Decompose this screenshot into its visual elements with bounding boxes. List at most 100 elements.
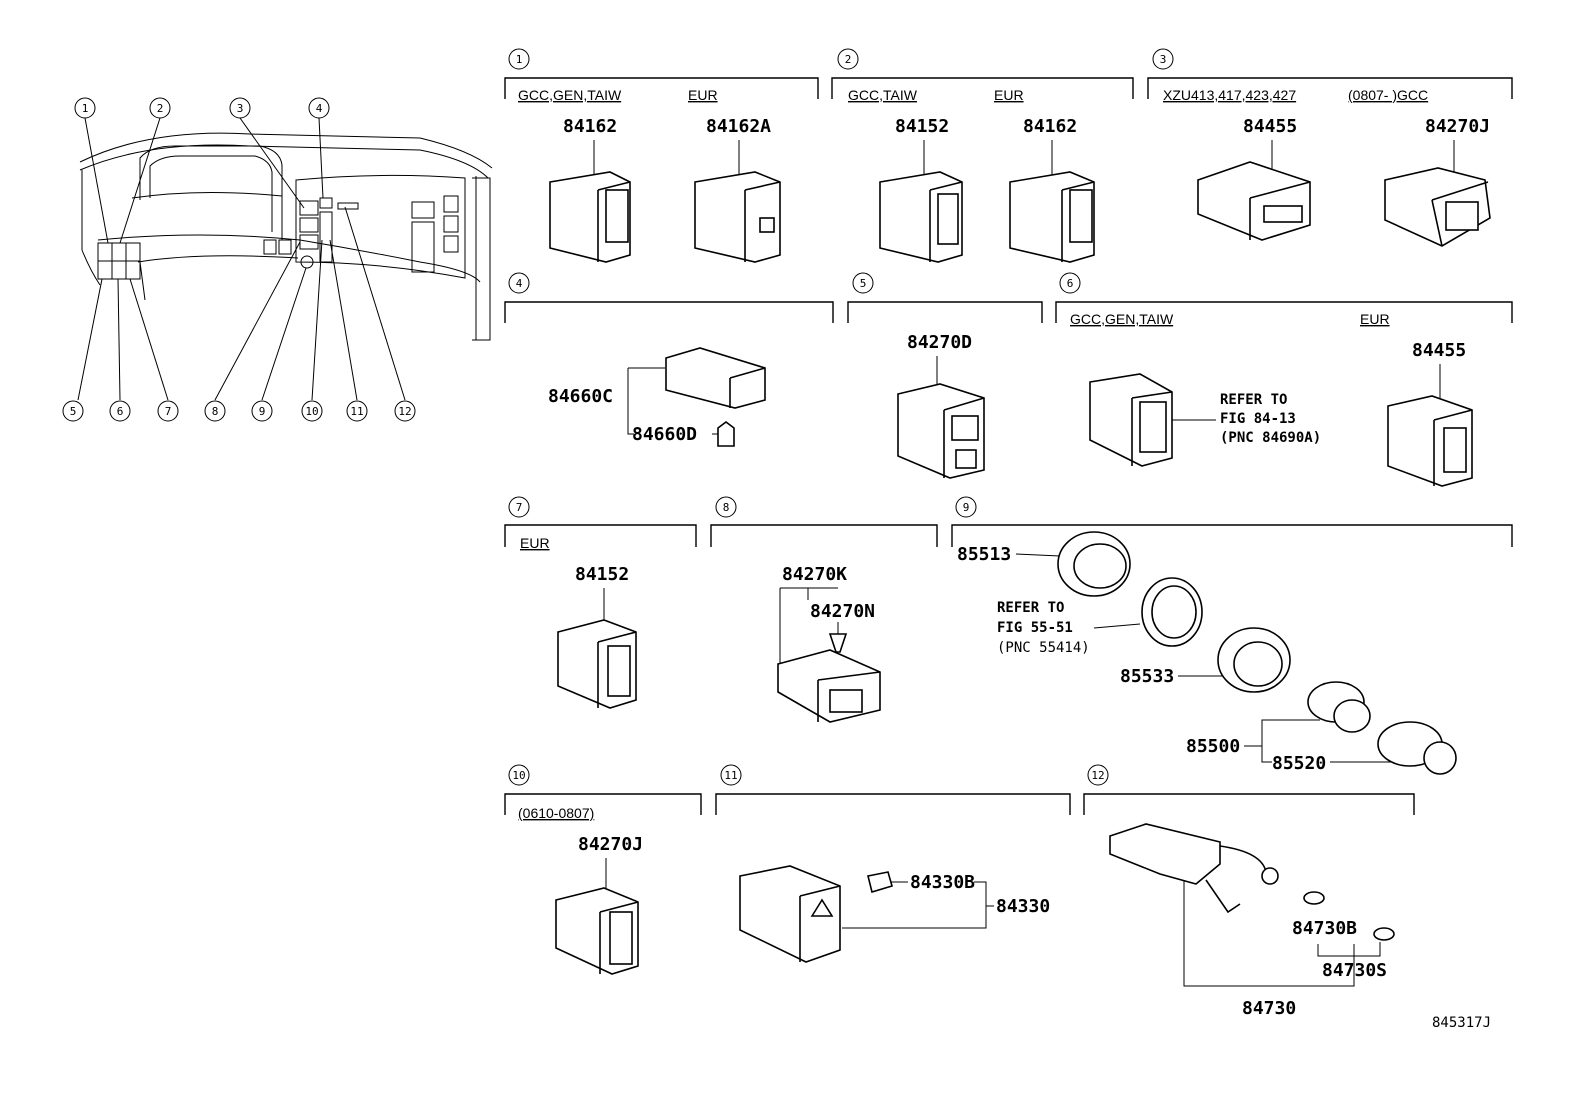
- svg-text:8: 8: [212, 405, 219, 418]
- section-7: 7 EUR 84152: [504, 496, 697, 709]
- condition-label: EUR: [688, 87, 718, 103]
- section-4: 4 84660C 84660D: [504, 272, 834, 447]
- part-number: 85500: [1186, 736, 1240, 757]
- part-number: 84270J: [578, 834, 643, 855]
- overview-callout-4: 4: [308, 97, 330, 119]
- part-number: 84270D: [907, 332, 972, 353]
- note-line: (PNC 84690A): [1220, 430, 1321, 446]
- section-11: 11 84330B 84330: [715, 764, 1071, 963]
- svg-text:12: 12: [1091, 769, 1104, 782]
- part-number: 84660D: [632, 424, 697, 445]
- svg-text:4: 4: [316, 102, 323, 115]
- part-number: 84330: [996, 896, 1050, 917]
- svg-text:3: 3: [237, 102, 244, 115]
- switch-84162a: [694, 171, 781, 263]
- screw-84270n: [828, 633, 848, 653]
- clip-84660d: [717, 421, 735, 447]
- switch-84270d: [897, 383, 985, 479]
- switch-84152: [557, 619, 637, 709]
- section-1: 1 GCC,GEN,TAIW EUR 84162 84162A: [504, 48, 819, 263]
- part-number: 84330B: [910, 872, 975, 893]
- svg-text:4: 4: [516, 277, 523, 290]
- part-number: 84730: [1242, 998, 1296, 1019]
- screw-84330b: [867, 871, 893, 894]
- note-line: FIG 55-51: [997, 620, 1073, 636]
- part-number: 84455: [1243, 116, 1297, 137]
- svg-text:7: 7: [516, 501, 523, 514]
- ring-85533a: [1141, 577, 1203, 647]
- svg-text:6: 6: [117, 405, 124, 418]
- hazard-switch-84330: [739, 865, 841, 963]
- part-number: 84152: [575, 564, 629, 585]
- part-number: 84152: [895, 116, 949, 137]
- overview-callout-12: 12: [394, 400, 416, 422]
- part-number: 84270K: [782, 564, 847, 585]
- section-12: 12 84730B 84730S 84730: [1083, 764, 1415, 1019]
- condition-label: GCC,GEN,TAIW: [1070, 311, 1174, 327]
- note-line: REFER TO: [1220, 392, 1287, 408]
- lighter-85520: [1377, 721, 1457, 775]
- section-5: 5 84270D: [847, 272, 1043, 479]
- part-number: 84730S: [1322, 960, 1387, 981]
- condition-label: XZU413,417,423,427: [1163, 87, 1296, 103]
- svg-text:3: 3: [1160, 53, 1167, 66]
- switch-84270j: [555, 887, 639, 975]
- socket-85533: [1217, 627, 1291, 693]
- overview-callout-9: 9: [251, 400, 273, 422]
- overview-callouts: 1 2 3 4 5 6 7 8 9 10 11 12: [62, 97, 416, 422]
- part-number: 85513: [957, 544, 1011, 565]
- switch-84162: [1009, 171, 1095, 263]
- svg-text:7: 7: [165, 405, 172, 418]
- overview-callout-11: 11: [346, 400, 368, 422]
- overview-callout-6: 6: [109, 400, 131, 422]
- condition-label: GCC,TAIW: [848, 87, 918, 103]
- switch-refer-84690a: [1089, 373, 1173, 467]
- lighter-85500: [1307, 681, 1371, 733]
- switch-84660c: [665, 347, 766, 409]
- svg-text:12: 12: [398, 405, 411, 418]
- svg-text:1: 1: [82, 102, 89, 115]
- overview-callout-3: 3: [229, 97, 251, 119]
- svg-text:1: 1: [516, 53, 523, 66]
- svg-text:11: 11: [350, 405, 363, 418]
- part-number: 84455: [1412, 340, 1466, 361]
- condition-label: EUR: [994, 87, 1024, 103]
- figure-id: 845317J: [1432, 1015, 1491, 1031]
- condition-label: (0610-0807): [518, 805, 594, 821]
- condition-label: GCC,GEN,TAIW: [518, 87, 622, 103]
- switch-panel-grid: [97, 242, 141, 280]
- switch-84270j: [1384, 167, 1491, 247]
- condition-label: EUR: [1360, 311, 1390, 327]
- section-3: 3 XZU413,417,423,427 (0807- )GCC 84455 8…: [1147, 48, 1513, 247]
- part-number: 84730B: [1292, 918, 1357, 939]
- section-10: 10 (0610-0807) 84270J: [504, 764, 702, 975]
- overview-callout-2: 2: [149, 97, 171, 119]
- section-8: 8 84270K 84270N: [710, 496, 938, 723]
- svg-text:6: 6: [1067, 277, 1074, 290]
- switch-84455: [1197, 161, 1311, 241]
- overview-callout-5: 5: [62, 400, 84, 422]
- svg-text:5: 5: [860, 277, 867, 290]
- part-number: 84270N: [810, 601, 875, 622]
- switch-84455: [1387, 395, 1473, 487]
- part-number: 84270J: [1425, 116, 1490, 137]
- condition-label: (0807- )GCC: [1348, 87, 1428, 103]
- svg-text:9: 9: [963, 501, 970, 514]
- switch-84162: [549, 171, 631, 263]
- svg-text:5: 5: [70, 405, 77, 418]
- note-line: REFER TO: [997, 600, 1064, 616]
- module-84730: [1109, 823, 1279, 914]
- svg-text:11: 11: [724, 769, 737, 782]
- svg-text:10: 10: [305, 405, 318, 418]
- bulb-84730s: [1373, 927, 1395, 941]
- note-line: (PNC 55414): [997, 640, 1090, 656]
- section-9: 9 85513 REFER TO FIG 55-51 (PNC 55414) 8…: [951, 496, 1513, 775]
- svg-text:2: 2: [845, 53, 852, 66]
- dashboard-overview: [77, 117, 493, 401]
- overview-callout-10: 10: [301, 400, 323, 422]
- section-6: 6 GCC,GEN,TAIW EUR 84455 REFER TO FIG 84…: [1055, 272, 1513, 487]
- svg-text:8: 8: [723, 501, 730, 514]
- condition-label: EUR: [520, 535, 550, 551]
- overview-callout-8: 8: [204, 400, 226, 422]
